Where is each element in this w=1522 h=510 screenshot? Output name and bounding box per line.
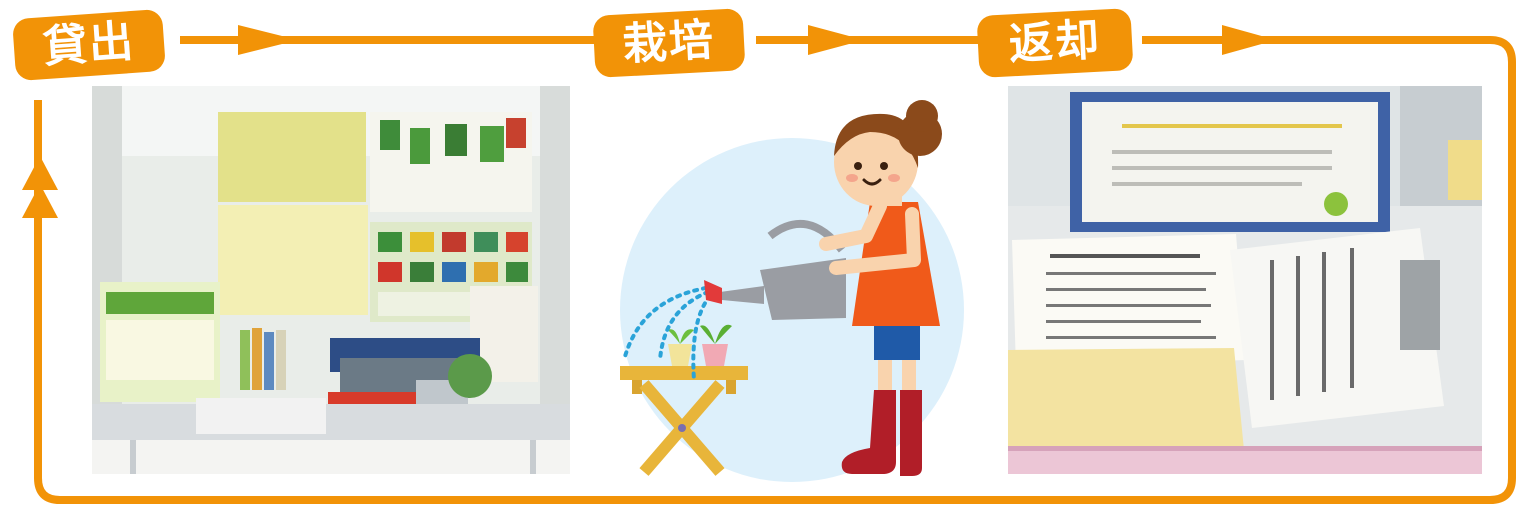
seed-return-box-photo [1008,86,1482,474]
stage-label-lending: 貸出 [12,8,166,82]
watering-illustration [620,100,964,482]
stage-label-return: 返却 [976,8,1134,78]
arrow-up-icon [22,156,58,190]
arrow-right-icon [808,25,864,55]
stage-label-cultivation: 栽培 [592,8,746,78]
cycle-loop-path [34,36,1516,504]
arrow-right-icon [238,25,298,55]
arrow-up-icon [22,184,58,218]
seed-display-photo [92,86,570,474]
arrow-right-icon [1222,25,1276,55]
